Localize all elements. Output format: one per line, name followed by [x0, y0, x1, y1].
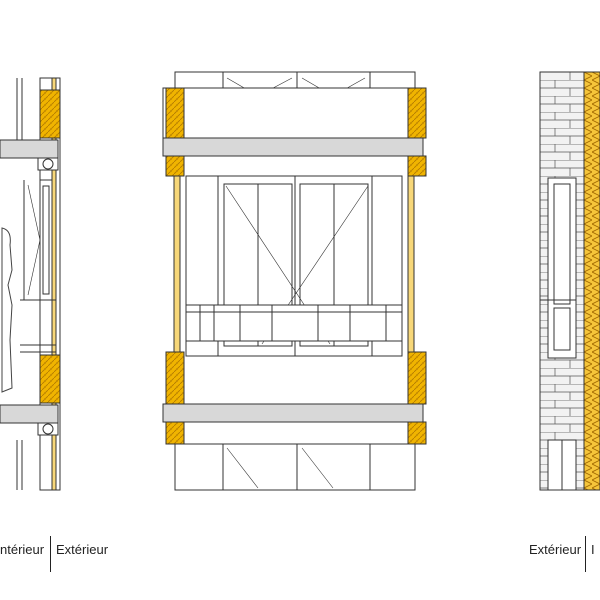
left-divider [50, 536, 51, 572]
right-section [539, 71, 600, 491]
person-silhouette [1, 227, 13, 393]
left-exterior-label: Extérieur [56, 542, 109, 557]
center-section [162, 71, 427, 491]
right-interior-label: I [591, 542, 595, 557]
left-interior-label: ntérieur [0, 542, 45, 557]
right-divider [585, 536, 586, 572]
left-section [0, 77, 61, 491]
right-exterior-label: Extérieur [529, 542, 582, 557]
